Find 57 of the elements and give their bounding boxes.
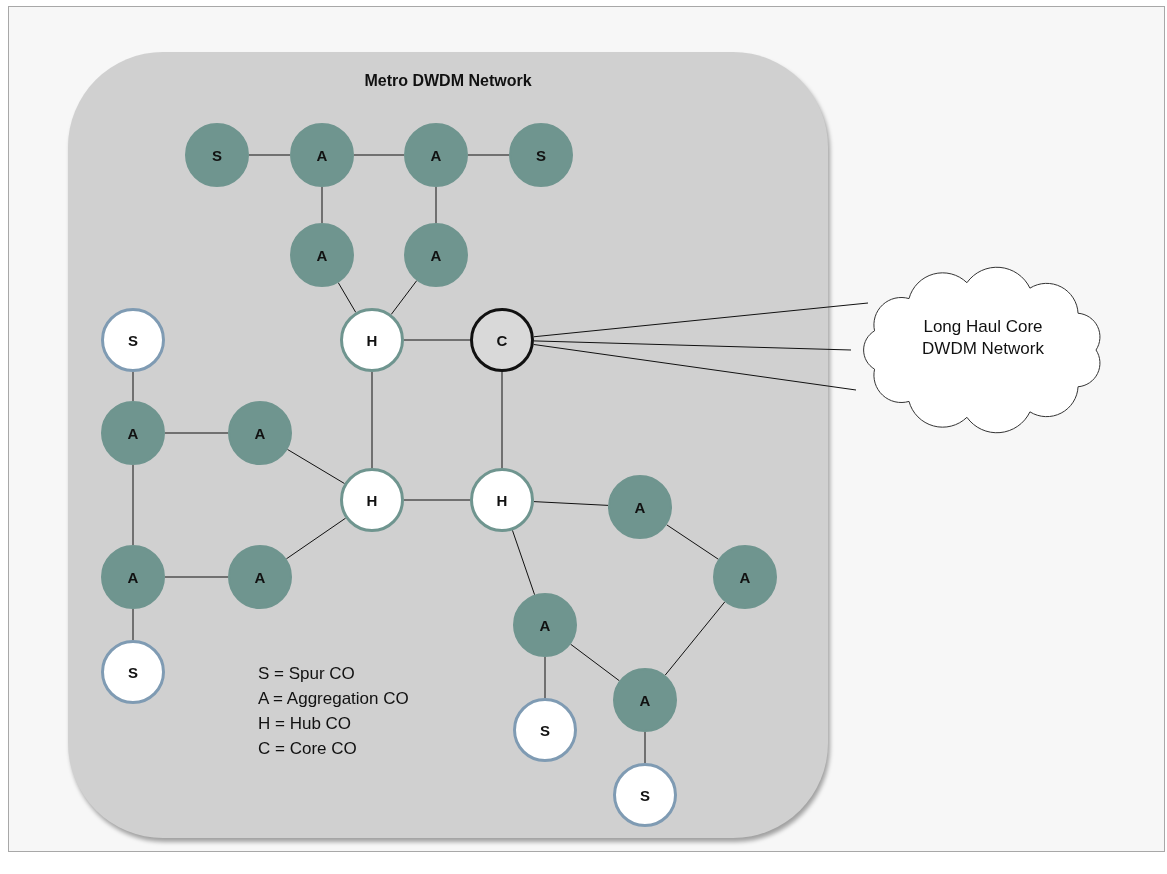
link-line bbox=[403, 339, 471, 341]
key-entry: C = Core CO bbox=[258, 739, 357, 759]
site-circle: A bbox=[290, 123, 354, 187]
link-line bbox=[533, 344, 857, 391]
site-circle: H bbox=[340, 308, 404, 372]
link-line bbox=[501, 371, 503, 469]
link-line bbox=[132, 371, 134, 402]
cloud-label: Long Haul Core DWDM Network bbox=[921, 316, 1045, 360]
link-line bbox=[533, 340, 852, 351]
link-line bbox=[248, 154, 291, 156]
link-line bbox=[132, 464, 134, 546]
link-line bbox=[390, 280, 418, 315]
link-line bbox=[286, 448, 346, 485]
link-line bbox=[533, 302, 869, 338]
link-line bbox=[285, 517, 347, 560]
link-line bbox=[644, 731, 646, 764]
link-line bbox=[467, 154, 510, 156]
site-circle: C bbox=[470, 308, 534, 372]
site-circle: A bbox=[101, 545, 165, 609]
site-circle: A bbox=[404, 223, 468, 287]
link-line bbox=[164, 432, 229, 434]
site-circle: A bbox=[228, 401, 292, 465]
site-circle: H bbox=[470, 468, 534, 532]
link-line bbox=[533, 501, 609, 506]
site-circle: S bbox=[509, 123, 573, 187]
key-entry: A = Aggregation CO bbox=[258, 689, 409, 709]
key-entry: H = Hub CO bbox=[258, 714, 352, 734]
link-line bbox=[371, 371, 373, 469]
network-region bbox=[68, 52, 828, 838]
region-title: Metro DWDM Network bbox=[363, 72, 533, 90]
site-circle: A bbox=[608, 475, 672, 539]
link-line bbox=[435, 186, 437, 224]
link-line bbox=[544, 656, 546, 699]
site-circle: S bbox=[185, 123, 249, 187]
link-line bbox=[666, 524, 719, 560]
link-line bbox=[664, 601, 726, 676]
link-line bbox=[353, 154, 405, 156]
site-circle: H bbox=[340, 468, 404, 532]
site-circle: A bbox=[613, 668, 677, 732]
site-circle: A bbox=[713, 545, 777, 609]
site-circle: S bbox=[613, 763, 677, 827]
site-circle: A bbox=[290, 223, 354, 287]
link-line bbox=[132, 608, 134, 641]
site-circle: A bbox=[228, 545, 292, 609]
key-entry: S = Spur CO bbox=[258, 664, 355, 684]
link-line bbox=[403, 499, 471, 501]
site-circle: A bbox=[513, 593, 577, 657]
link-line bbox=[164, 576, 229, 578]
link-line bbox=[321, 186, 323, 224]
site-circle: A bbox=[404, 123, 468, 187]
site-circle: A bbox=[101, 401, 165, 465]
site-circle: S bbox=[101, 308, 165, 372]
link-line bbox=[511, 529, 536, 596]
link-line bbox=[337, 282, 357, 313]
site-circle: S bbox=[513, 698, 577, 762]
site-circle: S bbox=[101, 640, 165, 704]
link-line bbox=[570, 643, 620, 682]
